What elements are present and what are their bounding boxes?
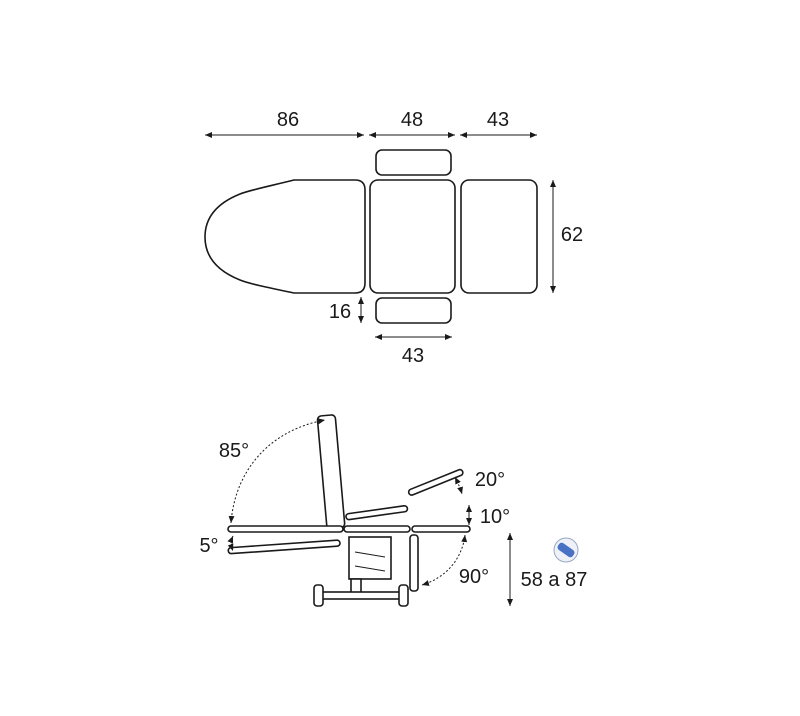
seat-tilted (345, 504, 409, 521)
remote-control-icon (553, 537, 579, 563)
seat-side (343, 525, 411, 533)
arc-head-tilt (227, 535, 234, 552)
legrest-flat (411, 525, 471, 533)
legrest-dropped (409, 534, 419, 592)
backrest-upright (316, 414, 346, 530)
dim-label-seat: 48 (401, 109, 423, 131)
headrest-tilt (227, 539, 341, 555)
dim-label-legrest: 43 (487, 109, 509, 131)
wheel-right (398, 584, 409, 607)
top-view: 86 48 43 62 16 43 (204, 109, 583, 367)
label-head-tilt-angle: 5° (199, 535, 218, 557)
dim-label-width: 62 (561, 224, 583, 246)
base-bar (320, 591, 402, 600)
label-leg-raise-angle: 20° (475, 469, 505, 491)
legrest-pad (460, 179, 538, 294)
label-leg-drop-angle: 90° (459, 566, 489, 588)
backrest-flat (227, 525, 344, 533)
lift-column (348, 536, 392, 580)
column-detail-1 (354, 551, 386, 558)
arc-leg-raise (454, 476, 463, 495)
armrest-top (375, 149, 452, 176)
label-backrest-angle: 85° (219, 440, 249, 462)
legrest-raised (407, 468, 464, 496)
dim-label-armrest-length: 43 (402, 345, 424, 367)
seat-pad (369, 179, 456, 294)
column-detail-2 (354, 565, 386, 572)
dim-label-headrest: 86 (277, 109, 299, 131)
dim-label-armrest-width: 16 (329, 301, 351, 323)
label-seat-tilt-angle: 10° (480, 506, 510, 528)
side-view: 85° 5° 20° 10° 90° 58 a 87 (199, 414, 588, 607)
arc-backrest (228, 418, 326, 524)
backrest-pad (204, 179, 366, 294)
label-height-range: 58 a 87 (521, 569, 588, 591)
armrest-bottom (375, 297, 452, 324)
wheel-left (313, 584, 324, 607)
